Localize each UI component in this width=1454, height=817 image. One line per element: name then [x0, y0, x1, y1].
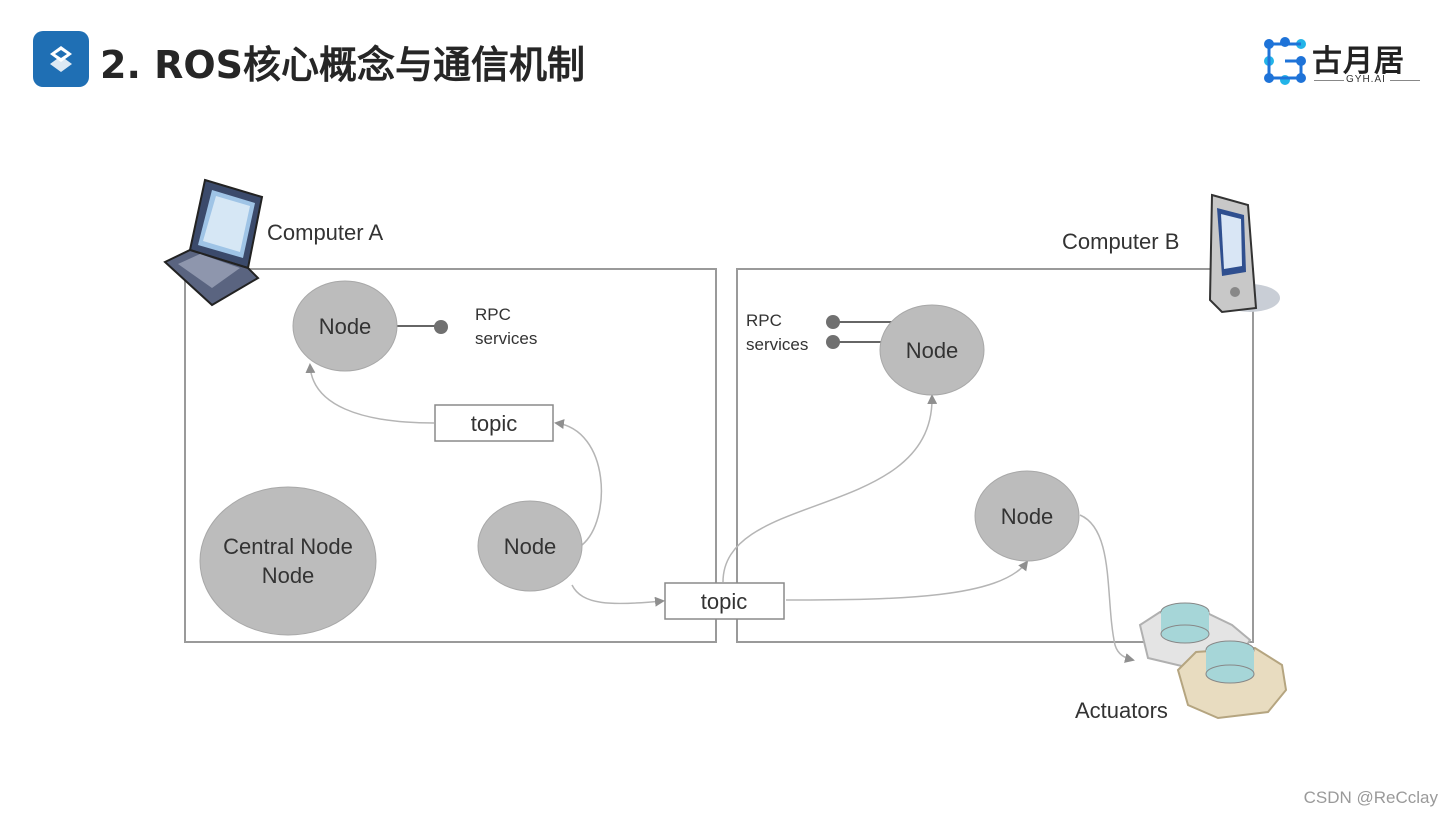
- node-b2-label: Node: [1001, 504, 1054, 529]
- laptop-icon: [163, 178, 264, 307]
- rpc-a-label-line2: services: [475, 329, 537, 348]
- page-title: 2. ROS核心概念与通信机制: [100, 43, 586, 87]
- arrow-node-a2-to-lower-topic: [571, 584, 665, 607]
- computer-b-box: [736, 268, 1254, 643]
- rpc-a-label-line1: RPC: [475, 305, 511, 324]
- central-node-label-line1: Central Node: [223, 534, 353, 559]
- brand-logo: 古月居 GYH.AI: [1262, 36, 1422, 86]
- computer-b-label: Computer B: [1062, 229, 1179, 254]
- rpc-b-label-line2: services: [746, 335, 808, 354]
- topic-box-a: [434, 404, 554, 442]
- topic-a-label: topic: [471, 411, 517, 436]
- arrow-node-b2-to-actuators: [1079, 514, 1135, 663]
- title-logo-icon: [33, 31, 89, 87]
- brand-divider-right: [1390, 80, 1420, 81]
- topic-shared-label: topic: [701, 589, 747, 614]
- topic-box-shared: [664, 582, 785, 620]
- arrow-topic-to-node-b2: [785, 560, 1029, 601]
- actuators-label: Actuators: [1075, 698, 1168, 723]
- node-a2: [477, 500, 583, 592]
- rpc-dot-b1: [826, 315, 840, 329]
- arrow-node-a2-to-topic: [554, 419, 603, 546]
- actuators-gears-icon: [1138, 602, 1288, 720]
- brand-name-cn: 古月居: [1312, 44, 1405, 79]
- node-b2: [974, 470, 1080, 562]
- computer-a-label: Computer A: [267, 220, 383, 245]
- arrow-topic-to-node-b1: [722, 394, 938, 583]
- node-b1: [879, 304, 985, 396]
- watermark: CSDN @ReCclay: [1303, 788, 1438, 807]
- node-a2-label: Node: [504, 534, 557, 559]
- rpc-dot-a: [434, 320, 448, 334]
- rpc-dot-b2: [826, 335, 840, 349]
- phone-icon: [1208, 193, 1280, 314]
- brand-divider-left: [1314, 80, 1344, 81]
- brand-name-en: GYH.AI: [1346, 74, 1386, 85]
- central-node-label-line2: Node: [262, 563, 315, 588]
- arrow-topic-to-node-a1: [305, 363, 435, 424]
- brand-mark-icon: [1264, 37, 1306, 85]
- central-node: [199, 486, 377, 636]
- node-a1-label: Node: [319, 314, 372, 339]
- computer-a-box: [184, 268, 717, 643]
- node-a1: [292, 280, 398, 372]
- node-b1-label: Node: [906, 338, 959, 363]
- rpc-b-label-line1: RPC: [746, 311, 782, 330]
